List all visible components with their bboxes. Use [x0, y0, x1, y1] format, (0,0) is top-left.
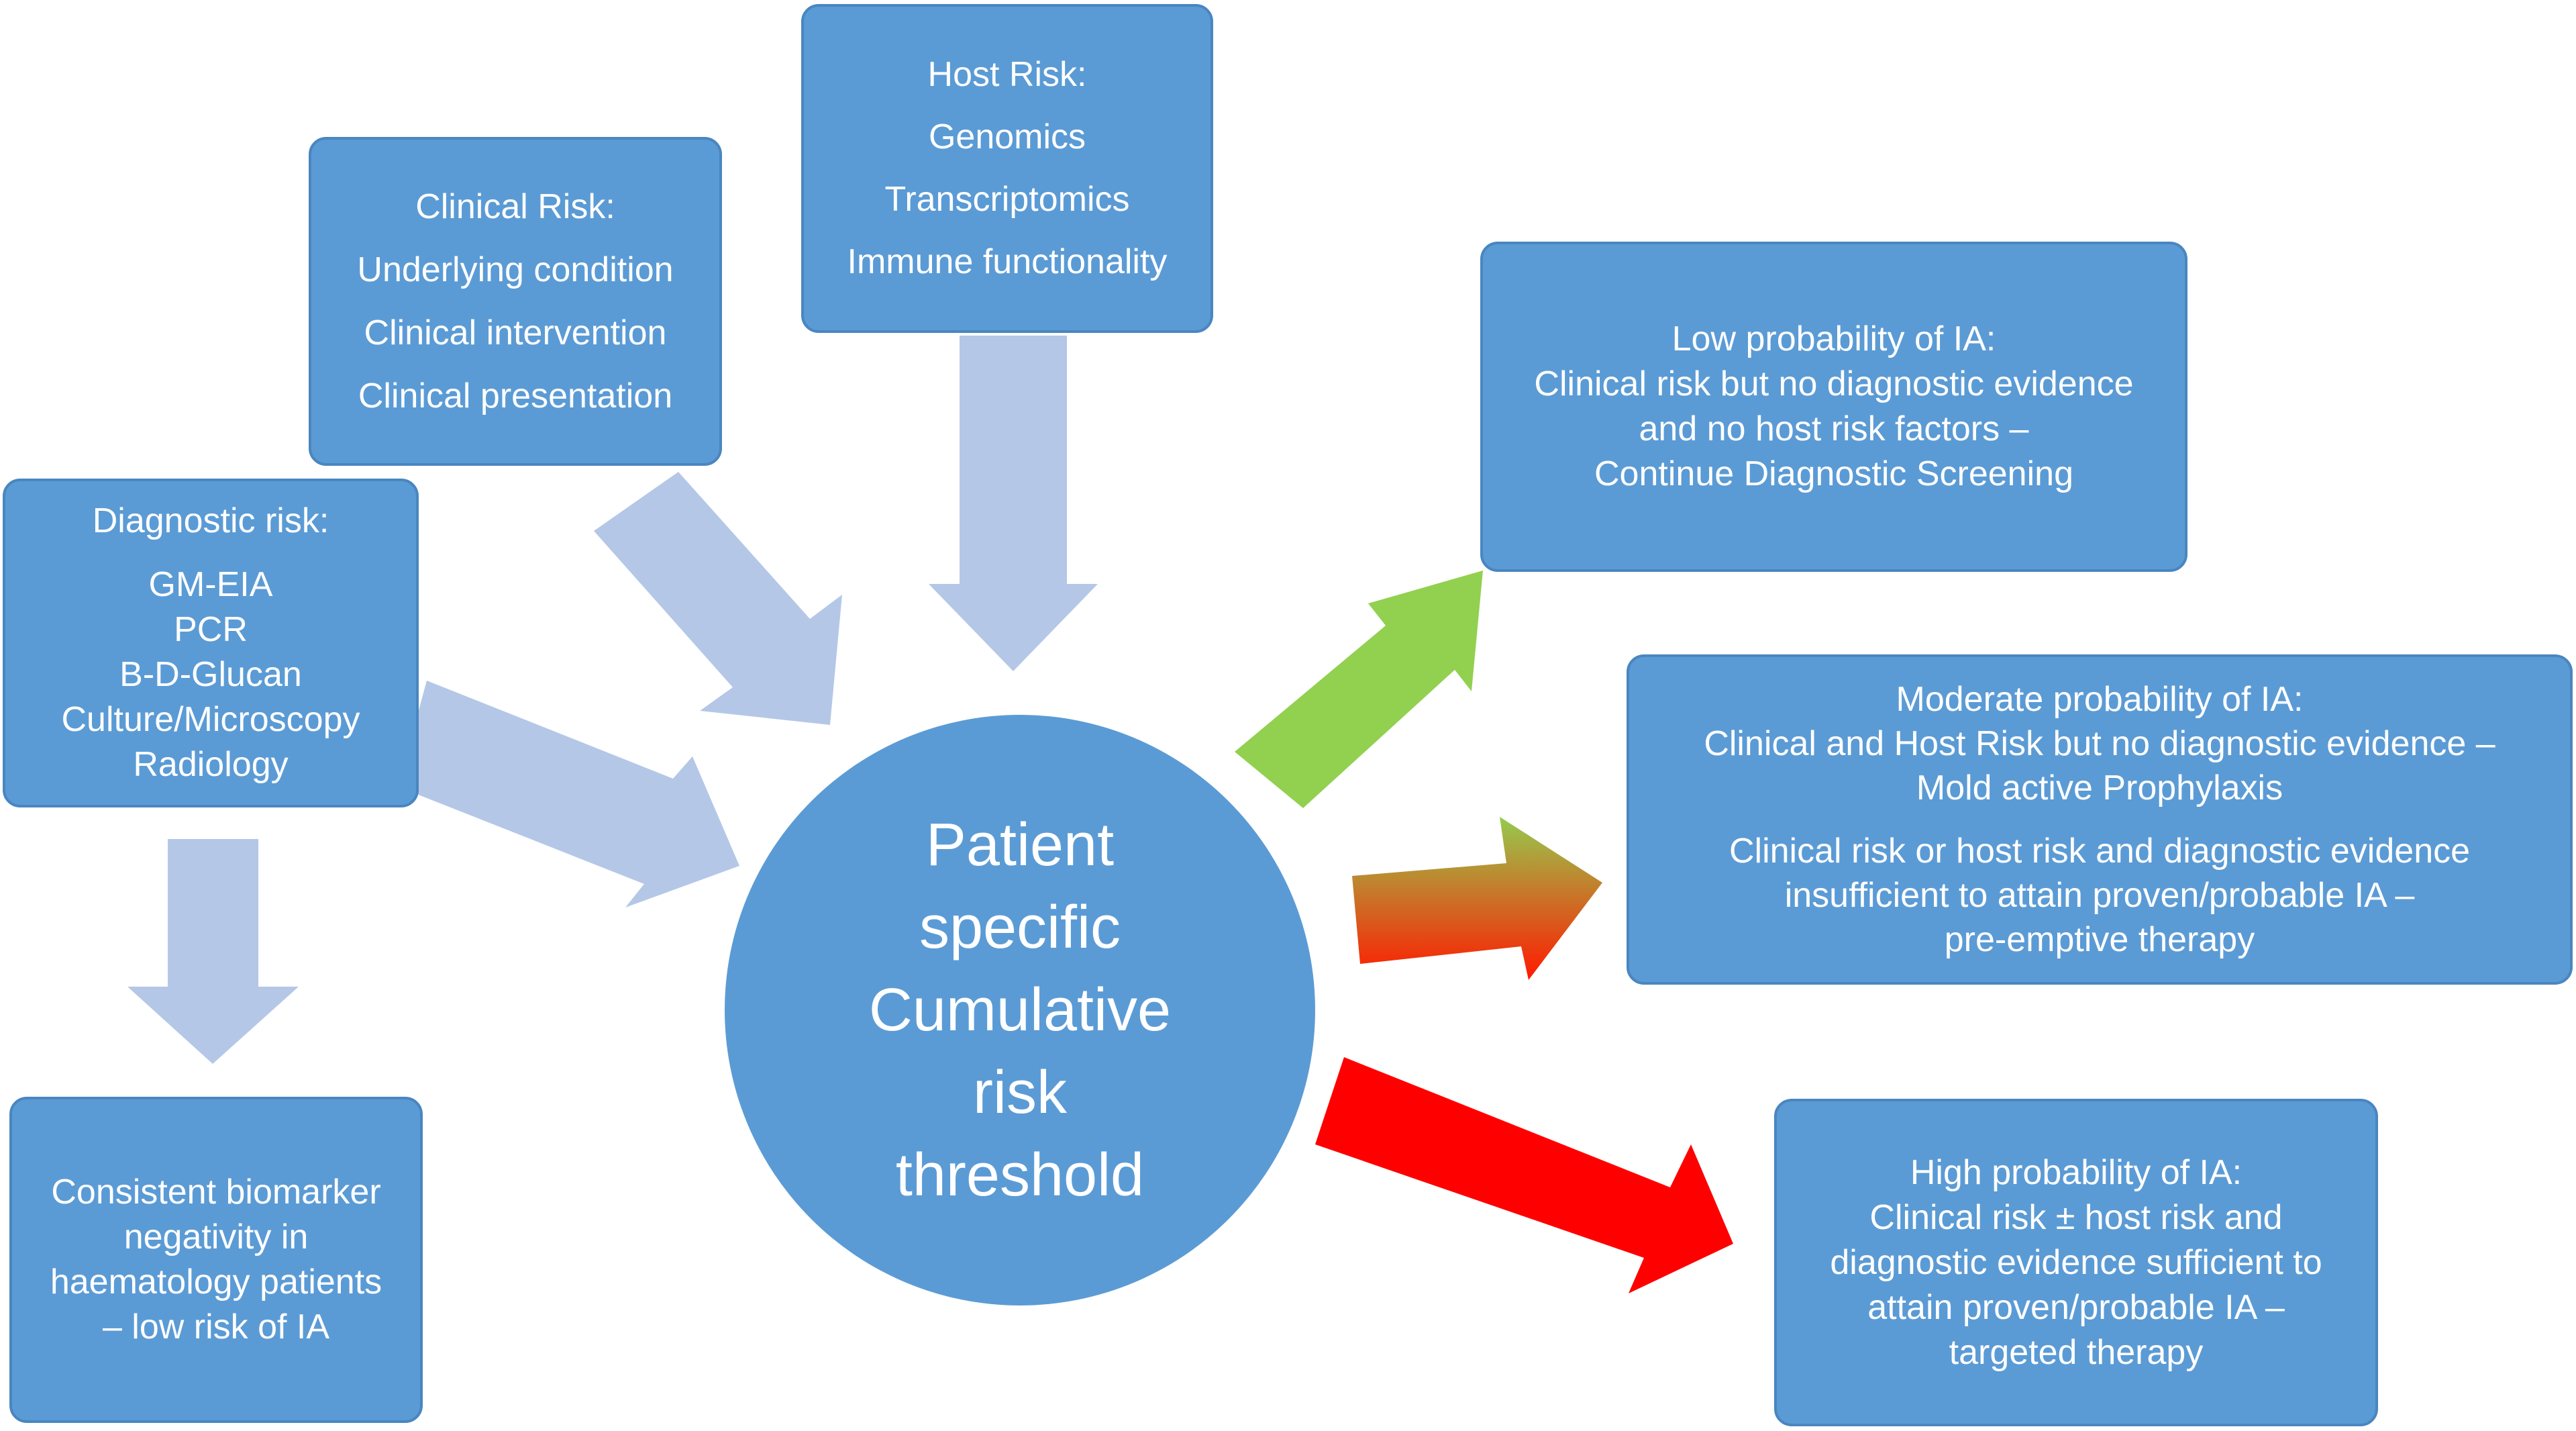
host-risk-item: Immune functionality — [847, 242, 1168, 281]
diagnostic-to-negativity-arrow — [127, 839, 299, 1064]
center-label-line: Patient — [925, 811, 1115, 879]
moderate-probability-line: pre-emptive therapy — [1944, 920, 2255, 959]
clinical-risk-box: Clinical Risk: Underlying condition Clin… — [309, 137, 722, 466]
moderate-probability-line: Mold active Prophylaxis — [1916, 769, 2283, 807]
clinical-to-center-arrow — [594, 472, 842, 725]
host-risk-box: Host Risk: Genomics Transcriptomics Immu… — [801, 4, 1213, 333]
moderate-probability-box: Moderate probability of IA: Clinical and… — [1627, 654, 2573, 985]
center-to-moderate-arrow — [1352, 817, 1602, 980]
center-to-high-arrow — [1315, 1057, 1733, 1293]
negativity-line: – low risk of IA — [102, 1307, 330, 1346]
host-risk-title: Host Risk: — [927, 55, 1087, 94]
clinical-risk-item: Clinical presentation — [358, 377, 673, 415]
moderate-probability-line: Clinical risk or host risk and diagnosti… — [1729, 832, 2471, 871]
center-label-line: threshold — [895, 1141, 1145, 1209]
center-to-low-arrow — [1235, 571, 1483, 808]
clinical-risk-title: Clinical Risk: — [415, 187, 615, 226]
cumulative-risk-threshold-circle: Patient specific Cumulative risk thresho… — [725, 715, 1315, 1305]
center-label-line: risk — [973, 1058, 1067, 1126]
high-probability-title: High probability of IA: — [1910, 1152, 2243, 1192]
center-label-line: specific — [919, 893, 1121, 961]
negativity-line: haematology patients — [50, 1263, 382, 1301]
diagnostic-risk-title: Diagnostic risk: — [92, 501, 329, 540]
negativity-line: Consistent biomarker — [51, 1173, 381, 1212]
low-probability-line: Continue Diagnostic Screening — [1594, 454, 2073, 493]
clinical-risk-item: Clinical intervention — [364, 313, 667, 352]
biomarker-negativity-box: Consistent biomarker negativity in haema… — [9, 1097, 423, 1423]
low-probability-line: Clinical risk but no diagnostic evidence — [1534, 364, 2134, 403]
high-probability-line: attain proven/probable IA – — [1867, 1287, 2285, 1327]
high-probability-line: Clinical risk ± host risk and — [1869, 1197, 2283, 1237]
low-probability-box: Low probability of IA: Clinical risk but… — [1480, 242, 2187, 572]
clinical-risk-item: Underlying condition — [357, 250, 674, 289]
host-risk-item: Transcriptomics — [884, 180, 1130, 219]
diagnostic-risk-box: Diagnostic risk: GM-EIA PCR B-D-Glucan C… — [3, 479, 419, 807]
diagnostic-risk-item: B-D-Glucan — [119, 655, 302, 694]
center-label-line: Cumulative — [868, 976, 1172, 1044]
moderate-probability-line: Clinical and Host Risk but no diagnostic… — [1704, 724, 2495, 763]
high-probability-line: targeted therapy — [1949, 1332, 2204, 1372]
high-probability-box: High probability of IA: Clinical risk ± … — [1774, 1099, 2378, 1426]
diagnostic-risk-item: Culture/Microscopy — [61, 700, 360, 739]
moderate-probability-title: Moderate probability of IA: — [1896, 680, 2304, 719]
diagnostic-risk-item: GM-EIA — [148, 565, 273, 604]
low-probability-line: and no host risk factors – — [1639, 409, 2029, 448]
high-probability-line: diagnostic evidence sufficient to — [1830, 1242, 2322, 1282]
host-risk-item: Genomics — [928, 117, 1086, 156]
low-probability-title: Low probability of IA: — [1671, 319, 1996, 358]
moderate-probability-line: insufficient to attain proven/probable I… — [1784, 876, 2415, 915]
host-to-center-arrow — [929, 336, 1098, 671]
negativity-line: negativity in — [123, 1218, 309, 1256]
diagnostic-risk-item: PCR — [174, 610, 248, 649]
diagnostic-to-center-arrow — [398, 681, 739, 907]
diagnostic-risk-item: Radiology — [133, 745, 289, 784]
